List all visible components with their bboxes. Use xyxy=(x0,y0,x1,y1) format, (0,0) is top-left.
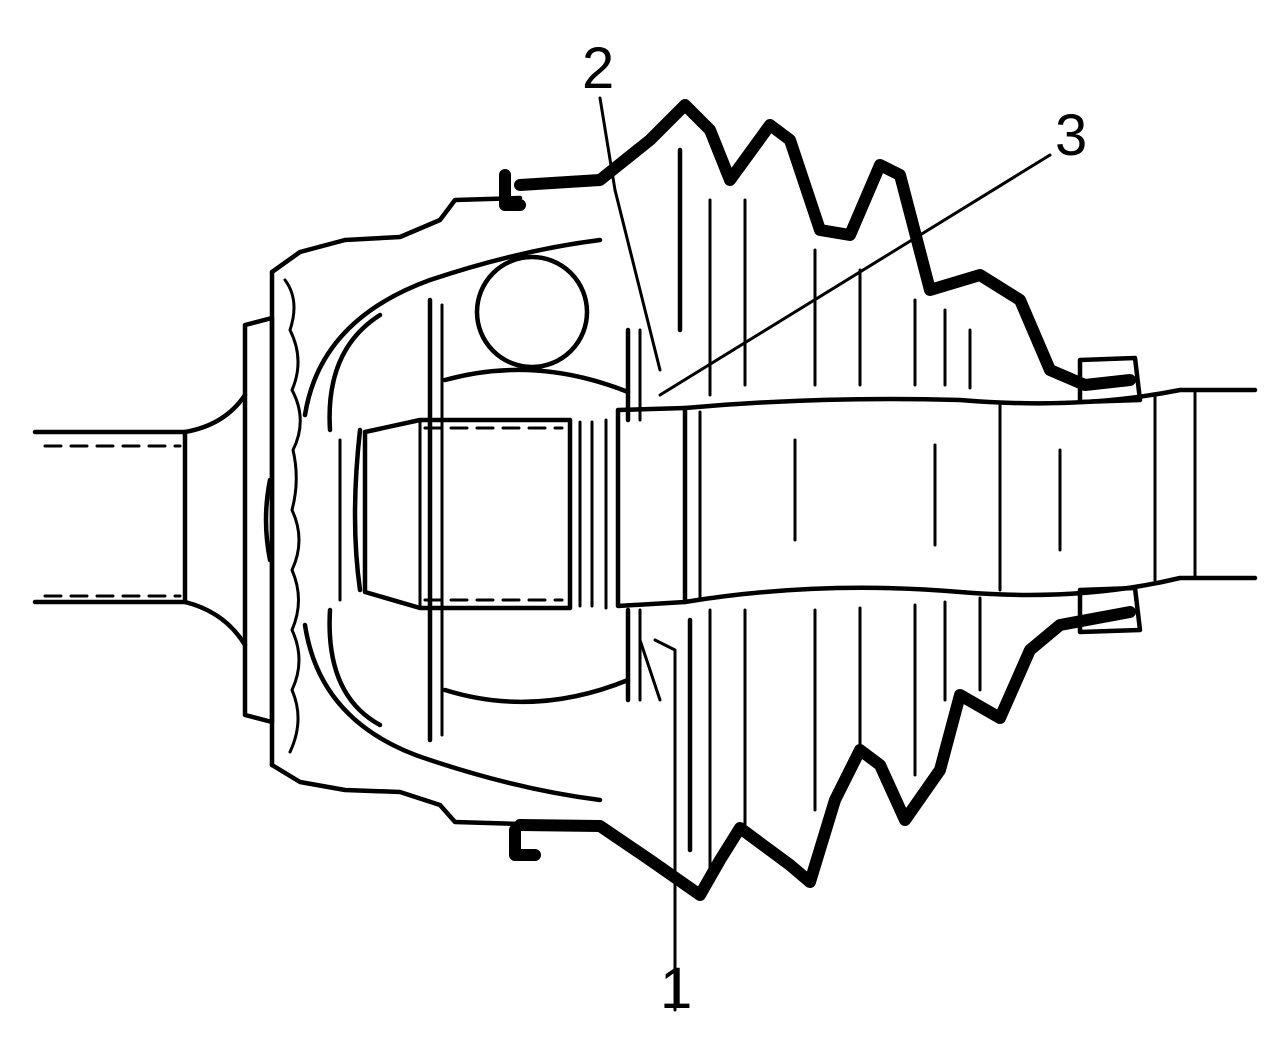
leader-1 xyxy=(653,638,677,1012)
left-shaft xyxy=(32,392,248,648)
callout-3: 3 xyxy=(1055,103,1087,168)
leader-2 xyxy=(598,96,617,192)
callout-1: 1 xyxy=(660,956,692,1021)
ball-bearing xyxy=(474,254,590,370)
leader-3 xyxy=(658,153,1052,397)
rubber-boot xyxy=(499,99,1143,901)
housing-flange xyxy=(242,195,523,827)
axle-stub xyxy=(362,405,688,611)
leader-lines xyxy=(598,96,1052,1012)
callouts: 1 2 3 xyxy=(582,36,1087,1021)
joint-housing xyxy=(263,237,642,803)
main-shaft xyxy=(682,387,1258,605)
callout-2: 2 xyxy=(582,36,614,101)
